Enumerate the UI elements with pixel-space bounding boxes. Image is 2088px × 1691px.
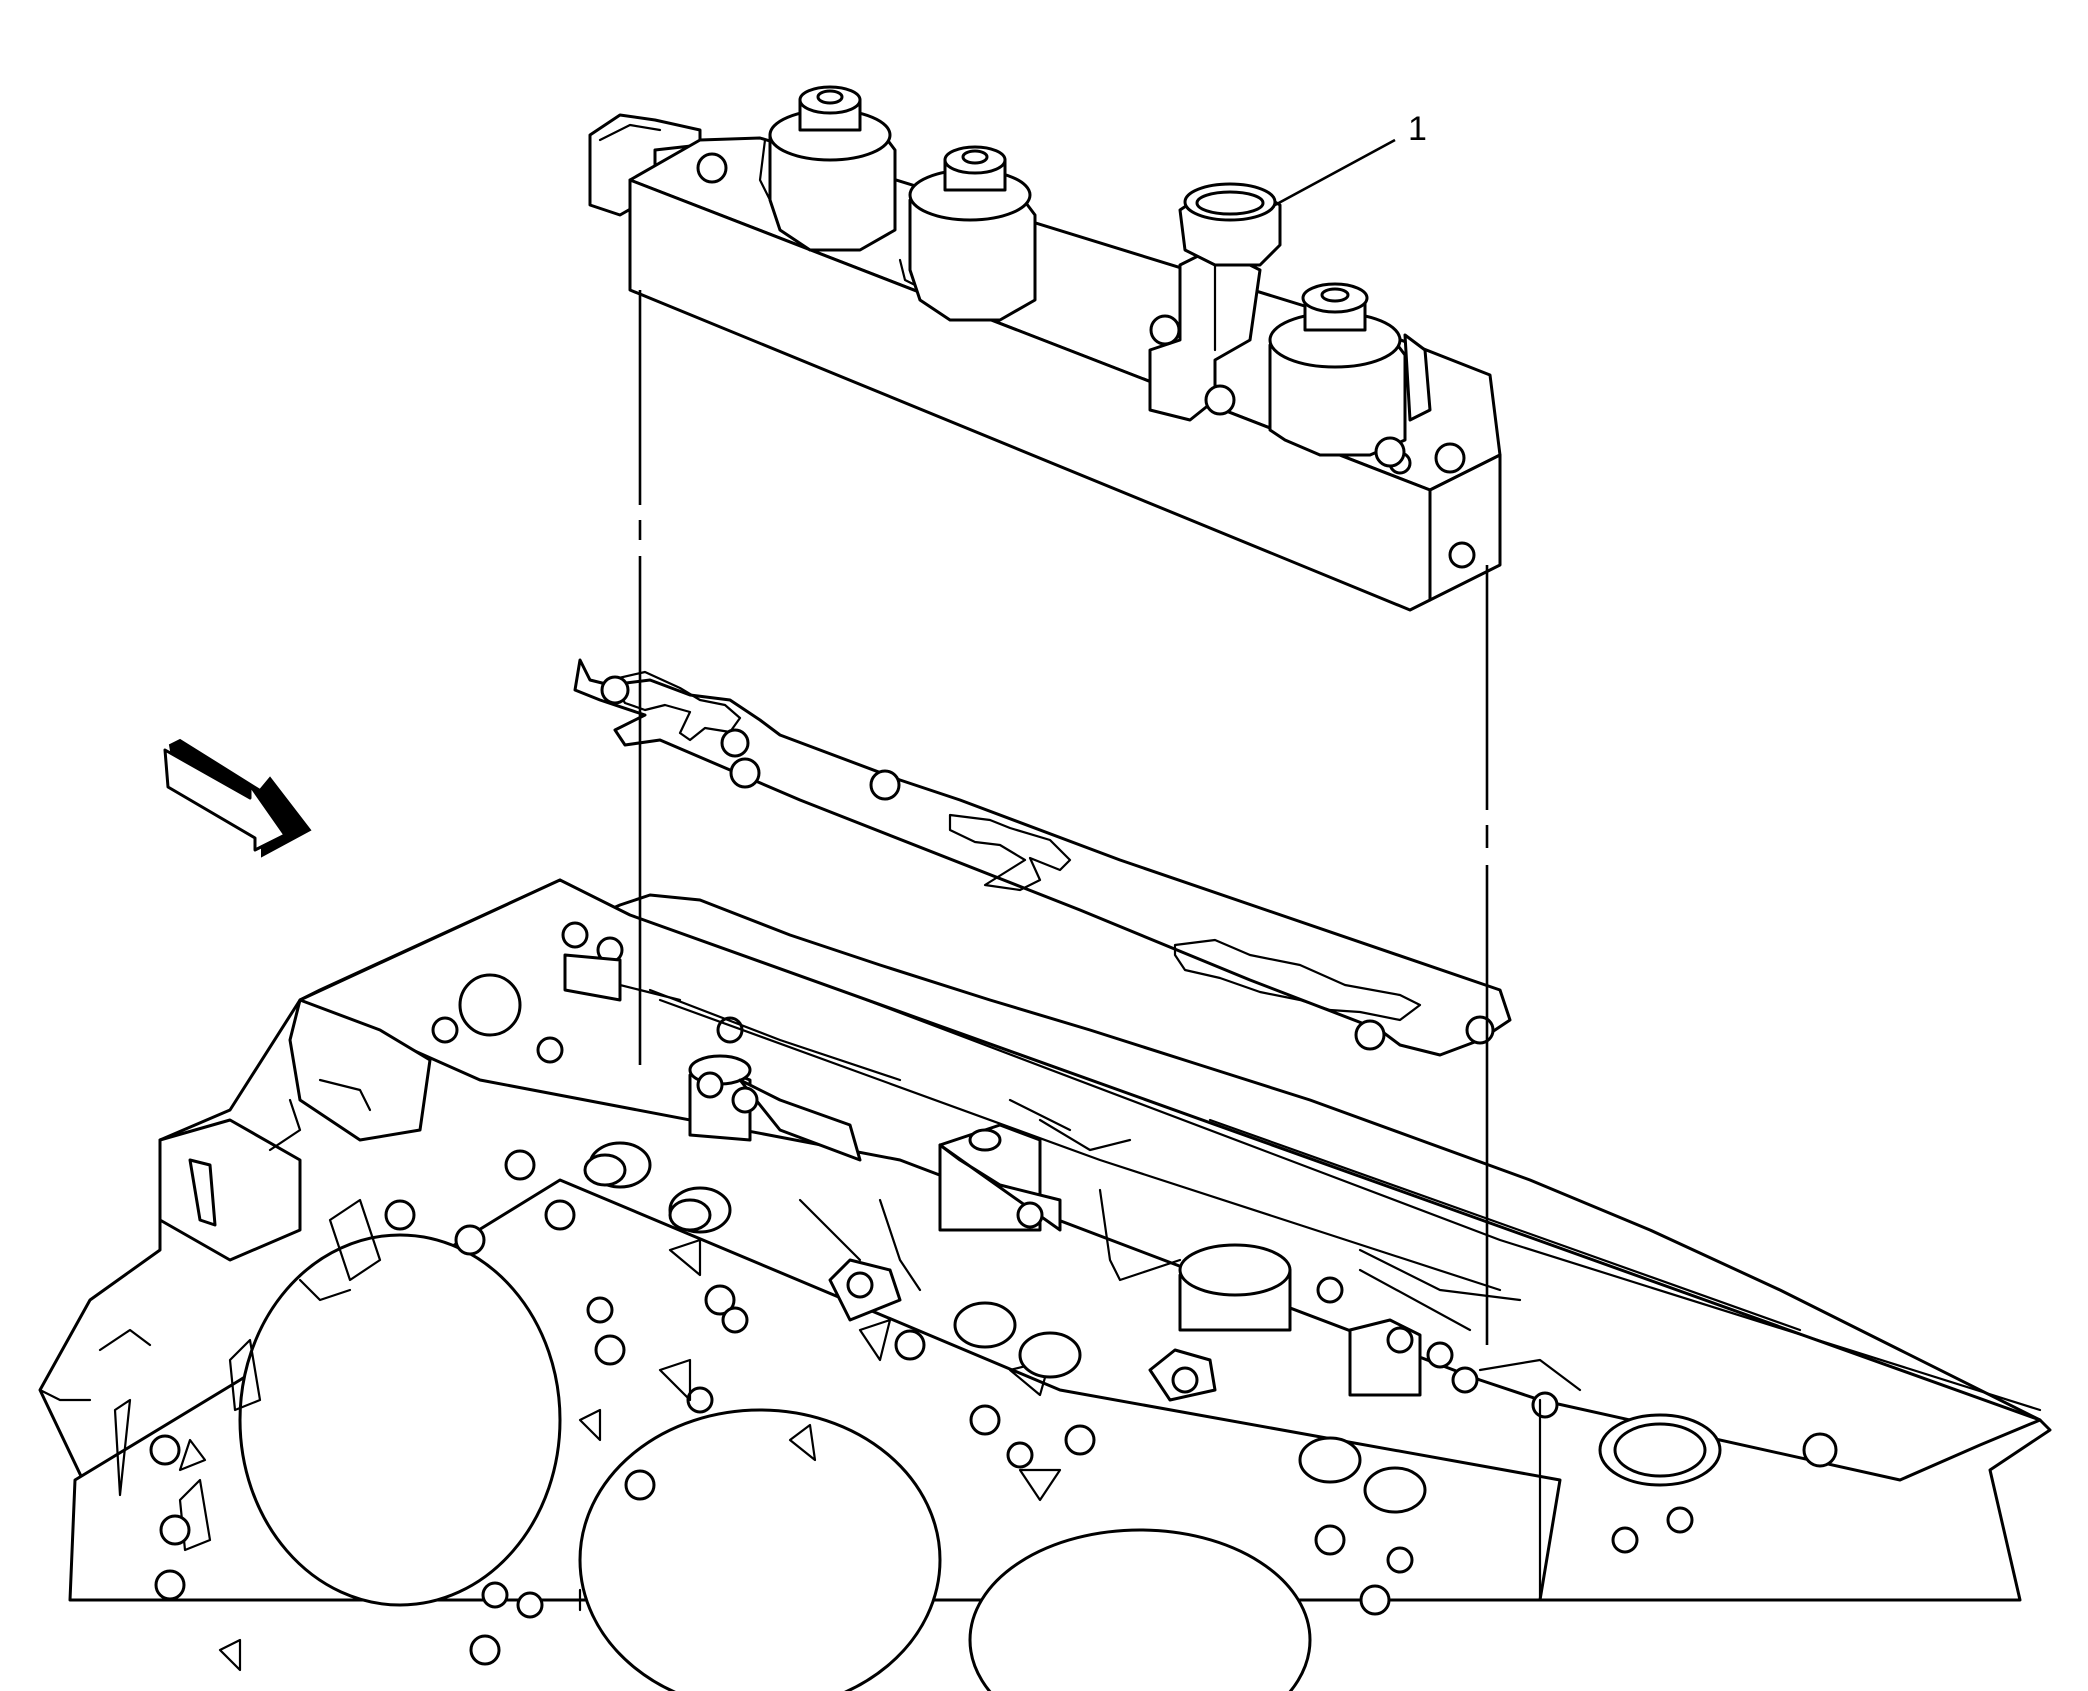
oil-pressure-switch-manifold bbox=[588, 85, 1502, 612]
pressure-switch-1 bbox=[758, 85, 897, 252]
pressure-switch-3 bbox=[1268, 282, 1432, 468]
cylinder-bore-1 bbox=[238, 1233, 562, 1607]
cylinder-bore-3 bbox=[968, 1528, 1312, 1691]
assembly-alignment-lines bbox=[638, 290, 1489, 1345]
view-direction-arrow-icon bbox=[163, 738, 312, 858]
switch-connector-1 bbox=[1148, 182, 1282, 422]
pressure-switch-2 bbox=[898, 145, 1037, 322]
pressure-sensor-manifold-gasket bbox=[573, 658, 1512, 1057]
cylinder-bore-2 bbox=[578, 1408, 942, 1691]
callout-1-leader-line bbox=[1274, 138, 1396, 207]
gasket-bolt-hole bbox=[729, 757, 761, 789]
callout-1-label: 1 bbox=[1408, 110, 1427, 148]
harness-connector bbox=[588, 113, 702, 217]
callout-1: 1 bbox=[1274, 110, 1427, 207]
engine-block bbox=[38, 878, 2052, 1691]
